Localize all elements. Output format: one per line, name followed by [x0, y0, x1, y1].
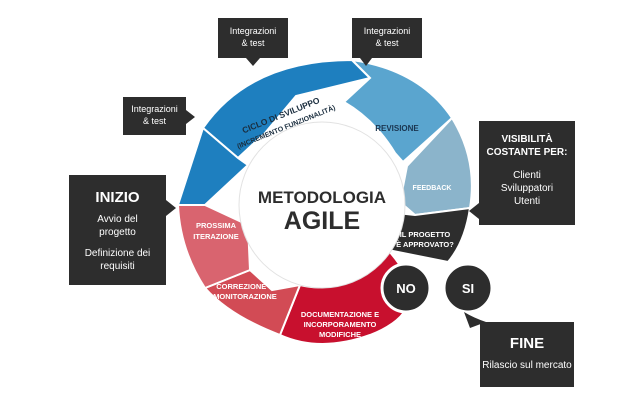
visibilita-pointer	[469, 203, 479, 219]
inizio-box: INIZIO Avvio del progetto Definizione de…	[69, 175, 166, 285]
inizio-item: Avvio del	[97, 214, 138, 225]
inizio-item: progetto	[99, 227, 136, 238]
prossima-label-line1: PROSSIMA	[196, 221, 237, 230]
callout-text: Integrazioni	[363, 26, 411, 36]
center-title-line1: METODOLOGIA	[258, 188, 386, 207]
inizio-pointer	[166, 200, 176, 216]
documentazione-label-line3: MODIFICHE	[319, 330, 361, 339]
callout-pointer	[246, 58, 260, 66]
callout-pointer	[360, 58, 372, 66]
approvato-label-line1: IL PROGETTO	[400, 230, 451, 239]
callout-text: & test	[241, 38, 265, 48]
visibilita-title: VISIBILITÀ	[501, 134, 553, 145]
segment-correzione	[203, 268, 302, 337]
decision-si-circle	[442, 262, 494, 314]
revisione-label: REVISIONE	[375, 124, 419, 133]
callout-pointer	[186, 110, 195, 124]
decision-no-circle	[380, 262, 432, 314]
callout-integrazioni-left: Integrazioni & test	[123, 97, 186, 135]
documentazione-label-line2: INCORPORAMENTO	[304, 320, 377, 329]
inizio-item: Definizione dei	[84, 248, 151, 259]
approvato-label-line2: È APPROVATO?	[396, 240, 454, 249]
callout-text: Integrazioni	[131, 104, 178, 114]
callout-text: Integrazioni	[229, 26, 277, 36]
segment-ciclo-sviluppo	[201, 58, 372, 160]
segment-prossima	[176, 204, 252, 290]
callout-integrazioni-top-right: Integrazioni & test	[352, 18, 422, 58]
segment-ciclo-sviluppo-left	[176, 126, 250, 206]
visibilita-item: Sviluppatori	[500, 183, 554, 194]
center-circle	[238, 121, 406, 289]
fine-text: Rilascio sul mercato	[482, 360, 572, 371]
inizio-item: requisiti	[100, 261, 135, 272]
visibilita-title: COSTANTE PER:	[486, 147, 568, 158]
documentazione-label-line1: DOCUMENTAZIONE E	[301, 310, 379, 319]
feedback-label: FEEDBACK	[413, 185, 452, 192]
fine-title: FINE	[509, 335, 545, 352]
prossima-label-line2: ITERAZIONE	[193, 232, 238, 241]
visibilita-item: Clienti	[513, 170, 541, 181]
center-title-line2: AGILE	[284, 207, 360, 235]
visibilita-box: VISIBILITÀ COSTANTE PER: Clienti Svilupp…	[479, 121, 575, 225]
correzione-label-line2: MONITORAZIONE	[213, 292, 277, 301]
correzione-label-line1: CORREZIONE &	[216, 282, 274, 291]
visibilita-item: Utenti	[513, 196, 541, 207]
decision-si-label: SI	[462, 281, 474, 296]
inizio-title: INIZIO	[95, 189, 140, 206]
segment-feedback	[398, 116, 473, 217]
fine-box: FINE Rilascio sul mercato	[480, 322, 574, 387]
callout-text: & test	[142, 116, 166, 126]
callout-integrazioni-top-left: Integrazioni & test	[218, 18, 288, 58]
decision-no-label: NO	[396, 281, 416, 296]
callout-text: & test	[375, 38, 399, 48]
